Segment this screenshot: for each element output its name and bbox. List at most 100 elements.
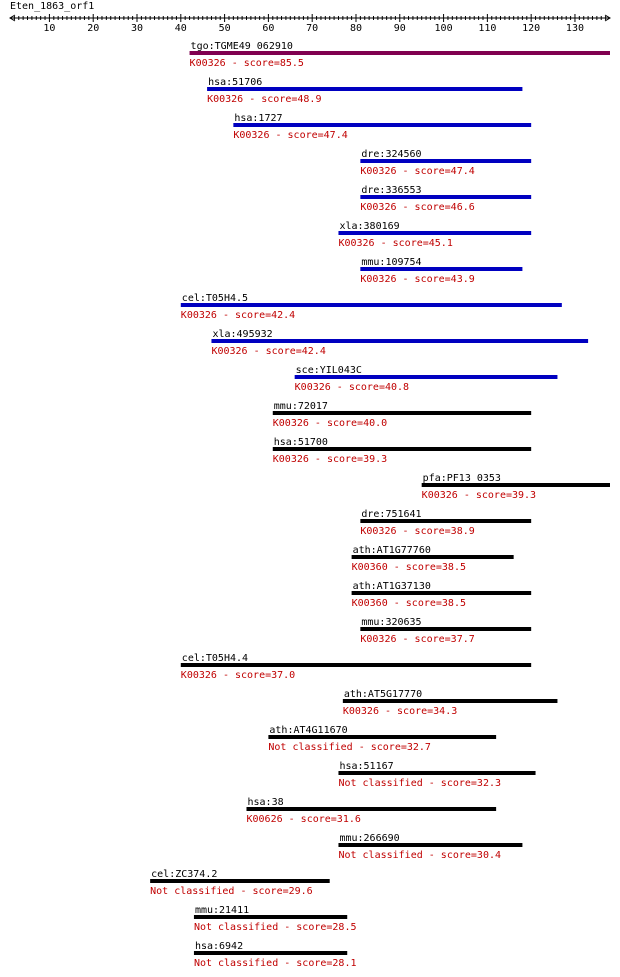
hit-name[interactable]: hsa:38	[247, 797, 283, 808]
hit-name[interactable]: mmu:109754	[361, 257, 421, 268]
hit-score: K00326 - score=42.4	[211, 346, 325, 357]
hit-name[interactable]: hsa:51700	[274, 437, 328, 448]
hit-score: Not classified - score=32.3	[338, 778, 501, 789]
hit-bar[interactable]	[193, 915, 348, 919]
hit-score: K00360 - score=38.5	[352, 598, 466, 609]
hit-name[interactable]: tgo:TGME49_062910	[191, 41, 293, 52]
axis-tick-label: 80	[350, 23, 362, 34]
hit-name[interactable]: ath:AT1G37130	[353, 581, 431, 592]
hit-bar[interactable]	[360, 159, 532, 163]
hit-bar[interactable]	[272, 411, 532, 415]
hit-bar[interactable]	[294, 375, 558, 379]
hit-bar[interactable]	[338, 843, 523, 847]
hit-name[interactable]: dre:336553	[361, 185, 421, 196]
hit-bar[interactable]	[150, 879, 330, 883]
axis-tick-label: 10	[43, 23, 55, 34]
hit-name[interactable]: hsa:6942	[195, 941, 243, 952]
hit-bar[interactable]	[338, 231, 532, 235]
hit-score: K00326 - score=40.0	[273, 418, 387, 429]
hit-name[interactable]: dre:324560	[361, 149, 421, 160]
hit-bar[interactable]	[360, 195, 532, 199]
hit-bar[interactable]	[180, 663, 532, 667]
hit-bar[interactable]	[360, 627, 532, 631]
hit-name[interactable]: pfa:PF13_0353	[423, 473, 501, 484]
hit-row[interactable]: sce:YIL043C K00326 - score=40.8	[294, 365, 558, 393]
hit-bar[interactable]	[193, 951, 348, 955]
hit-score: Not classified - score=28.5	[194, 922, 357, 933]
hit-name[interactable]: cel:T05H4.5	[182, 293, 248, 304]
axis-tick-label: 20	[87, 23, 99, 34]
hit-score: K00326 - score=40.8	[295, 382, 409, 393]
hit-score: Not classified - score=30.4	[338, 850, 501, 861]
hit-bar[interactable]	[351, 591, 532, 595]
hit-name[interactable]: ath:AT1G77760	[353, 545, 431, 556]
hit-name[interactable]: mmu:266690	[339, 833, 399, 844]
hit-name[interactable]: xla:495932	[212, 329, 272, 340]
hit-name[interactable]: hsa:1727	[234, 113, 282, 124]
hit-score: K00326 - score=42.4	[181, 310, 295, 321]
hit-score: K00326 - score=39.3	[422, 490, 536, 501]
hit-name[interactable]: mmu:320635	[361, 617, 421, 628]
axis-tick-label: 130	[566, 23, 584, 34]
hit-bar[interactable]	[268, 735, 497, 739]
hit-name[interactable]: cel:T05H4.4	[182, 653, 248, 664]
hit-score: K00326 - score=37.0	[181, 670, 295, 681]
hit-name[interactable]: hsa:51706	[208, 77, 262, 88]
axis-tick-label: 70	[306, 23, 318, 34]
hit-score: K00626 - score=31.6	[246, 814, 360, 825]
hit-bar[interactable]	[342, 699, 558, 703]
hit-name[interactable]: sce:YIL043C	[296, 365, 362, 376]
hit-score: K00326 - score=38.9	[360, 526, 474, 537]
hit-bar[interactable]	[421, 483, 610, 487]
hit-bar[interactable]	[246, 807, 497, 811]
hit-name[interactable]: xla:380169	[339, 221, 399, 232]
hit-score: K00326 - score=37.7	[360, 634, 474, 645]
hit-score: K00360 - score=38.5	[352, 562, 466, 573]
hit-name[interactable]: mmu:21411	[195, 905, 249, 916]
hit-bar[interactable]	[207, 87, 523, 91]
hit-name[interactable]: dre:751641	[361, 509, 421, 520]
hit-name[interactable]: ath:AT5G17770	[344, 689, 422, 700]
hit-name[interactable]: mmu:72017	[274, 401, 328, 412]
hit-bar[interactable]	[351, 555, 514, 559]
hit-bar[interactable]	[180, 303, 562, 307]
hit-name[interactable]: ath:AT4G11670	[269, 725, 347, 736]
hit-name[interactable]: cel:ZC374.2	[151, 869, 217, 880]
hit-bar[interactable]	[360, 519, 532, 523]
hit-name[interactable]: hsa:51167	[339, 761, 393, 772]
hit-bar[interactable]	[211, 339, 589, 343]
hit-bar[interactable]	[272, 447, 532, 451]
axis-tick-label: 50	[219, 23, 231, 34]
hit-bar[interactable]	[233, 123, 532, 127]
hit-bar[interactable]	[338, 771, 536, 775]
hit-bar[interactable]	[360, 267, 523, 271]
axis-right-arrow	[604, 14, 611, 22]
hit-bar[interactable]	[189, 51, 610, 55]
